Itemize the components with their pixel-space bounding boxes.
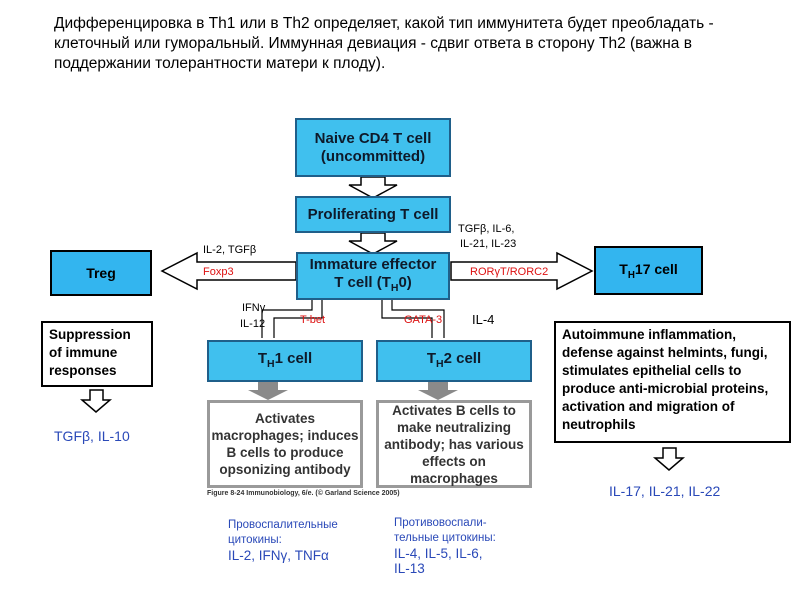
- immature-effector-t-cell: Immature effector T cell (TH0): [296, 252, 450, 300]
- label-foxp3: Foxp3: [203, 266, 234, 278]
- label-gata3: GATA-3: [404, 314, 443, 326]
- label-tgfb-il6: TGFβ, IL-6,: [458, 223, 515, 235]
- label-ror: RORγT/RORC2: [470, 266, 549, 278]
- th1-effect-box: Activates macrophages; induces B cells t…: [207, 400, 363, 488]
- naive-cd4-t-cell: Naive CD4 T cell (uncommitted): [295, 118, 451, 177]
- branch-to-th1-outline: [261, 300, 323, 338]
- arrow-th17-down: [652, 447, 686, 471]
- th2-caption: Противовоспали- тельные цитокины: IL-4, …: [394, 517, 496, 576]
- th2-effect-box: Activates B cells to make neutralizing a…: [376, 400, 532, 488]
- label-il12: IL-12: [240, 318, 266, 330]
- arrow-naive-to-proliferating: [348, 176, 398, 199]
- label-tbet: T-bet: [300, 314, 326, 326]
- label-il4: IL-4: [472, 312, 495, 327]
- label-il21-il23: IL-21, IL-23: [460, 238, 517, 250]
- th1-cell: TH1 cell: [207, 340, 363, 382]
- arrow-to-treg: [160, 251, 297, 291]
- th17-cytokines: IL-17, IL-21, IL-22: [609, 483, 721, 499]
- proliferating-t-cell: Proliferating T cell: [295, 196, 451, 233]
- intro-text: Дифференцировка в Th1 или в Th2 определя…: [54, 15, 714, 72]
- treg-cell: Treg: [50, 250, 152, 296]
- th1-caption: Провоспалительные цитокины: IL-2, IFNγ, …: [228, 519, 338, 563]
- figure-credit: Figure 8-24 Immunobiology, 6/e. (© Garla…: [207, 490, 400, 497]
- arrow-th1-effect: [248, 382, 288, 400]
- treg-effect-box: Suppression of immune responses: [41, 321, 153, 387]
- th2-cell: TH2 cell: [376, 340, 532, 382]
- th17-effect-box: Autoimmune inflammation, defense against…: [554, 321, 791, 443]
- arrow-to-th17: [450, 251, 594, 291]
- label-il2-tgfb: IL-2, TGFβ: [203, 244, 257, 256]
- branch-to-th1: [265, 300, 319, 341]
- branch-to-th2-outline: [381, 300, 445, 338]
- label-ifng: IFNγ: [242, 302, 266, 314]
- treg-cytokines: TGFβ, IL-10: [54, 428, 130, 444]
- arrow-th2-effect: [418, 382, 458, 400]
- arrow-treg-down: [79, 389, 113, 413]
- th17-cell: TH17 cell: [594, 246, 703, 295]
- arrow-proliferating-to-immature: [348, 232, 398, 255]
